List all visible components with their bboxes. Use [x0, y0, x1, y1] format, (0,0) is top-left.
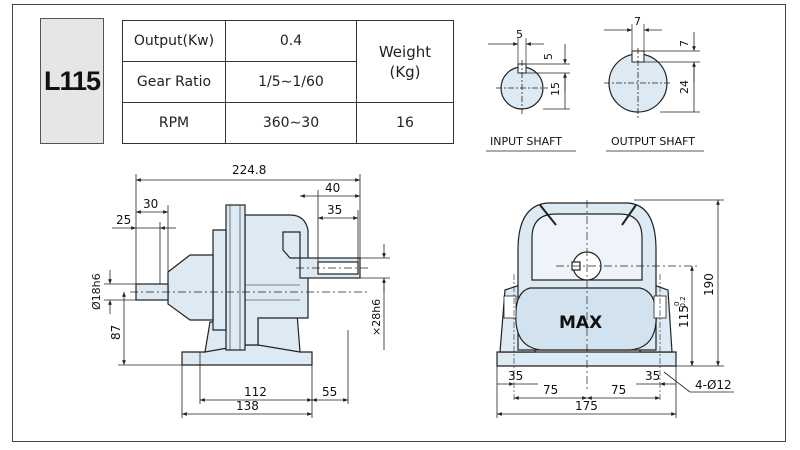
input-shaft-offset-dim: 25: [116, 213, 131, 227]
side-adapter: [212, 229, 227, 331]
sheet-border: [12, 4, 786, 442]
side-output-boss: [282, 231, 301, 259]
output-key-depth-dim: 7: [678, 40, 691, 47]
side-input-cone: [167, 254, 214, 321]
input-shaft-caption: INPUT SHAFT: [490, 135, 562, 148]
foot-edge-right-dim: 35: [645, 369, 660, 383]
overall-height-dim: 190: [702, 273, 716, 296]
center-height-dim: 115: [677, 305, 691, 328]
front-motor-body: [515, 287, 657, 351]
output-value-cell: 0.4: [225, 20, 357, 62]
overall-length-dim: 224.8: [232, 163, 266, 177]
overall-width-dim: 175: [575, 399, 598, 413]
base-overall-dim: 138: [236, 399, 259, 413]
front-output-cap: [531, 213, 643, 281]
output-height-dim: 24: [678, 80, 691, 94]
base-overhang-dim: 55: [322, 385, 337, 399]
front-view-body: [496, 202, 677, 367]
base-span-dim: 112: [244, 385, 267, 399]
foot-edge-left-dim: 35: [508, 369, 523, 383]
output-key-width-dim: 7: [634, 15, 641, 28]
output-diameter-dim: ×28h6: [370, 299, 383, 336]
output-shaft-section: [604, 24, 700, 118]
front-max-label: MAX: [559, 313, 602, 333]
half-span-right-dim: 75: [611, 383, 626, 397]
center-tol-upper: 0: [673, 302, 681, 306]
shaft-height-dim: 87: [109, 325, 123, 340]
output-key-length-dim: 35: [327, 203, 342, 217]
input-shaft-length-dim: 30: [143, 197, 158, 211]
spec-table: Output(Kw) 0.4 Weight (Kg) Gear Ratio 1/…: [122, 20, 454, 144]
output-label-cell: Output(Kw): [122, 20, 226, 62]
weight-value-cell: 16: [356, 102, 454, 144]
side-flange: [225, 204, 246, 351]
front-base: [496, 351, 677, 367]
output-shaft-length-dim: 40: [325, 181, 340, 195]
ratio-value-cell: 1/5∼1/60: [225, 61, 357, 103]
half-span-left-dim: 75: [543, 383, 558, 397]
input-shaft-section: [488, 38, 570, 114]
input-key-width-dim: 5: [516, 28, 523, 41]
output-shaft-caption: OUTPUT SHAFT: [611, 135, 695, 148]
side-view-body: [135, 204, 361, 366]
weight-label-cell: Weight (Kg): [356, 20, 454, 103]
input-height-dim: 15: [549, 82, 562, 96]
model-label: L115: [43, 65, 101, 96]
input-diameter-dim: Ø18h6: [90, 273, 103, 310]
bolt-hole-callout: 4-Ø12: [695, 378, 732, 392]
center-tol-lower: -0.2: [679, 296, 687, 310]
input-key-depth-dim: 5: [542, 53, 555, 60]
model-badge: L115: [40, 18, 104, 144]
